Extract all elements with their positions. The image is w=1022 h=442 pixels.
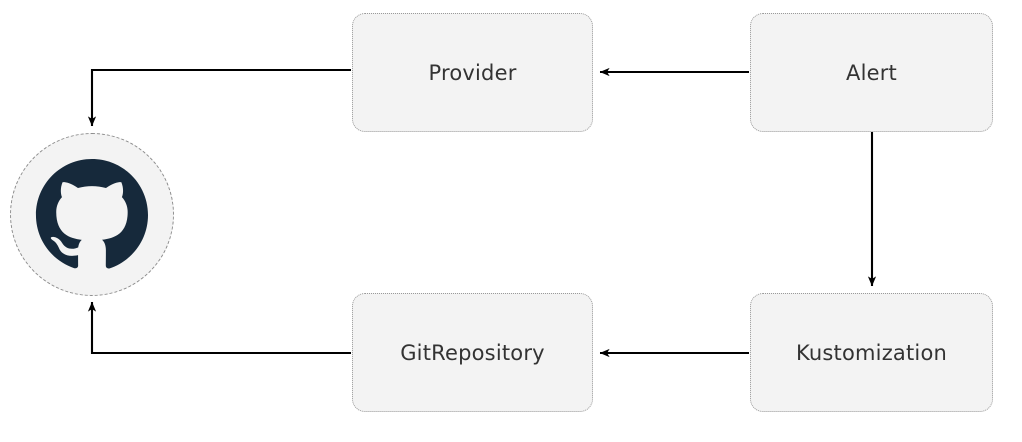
node-kustomization-label: Kustomization [795, 340, 948, 365]
edge-provider-to-source [87, 68, 351, 127]
github-icon [33, 156, 151, 274]
node-alert-label: Alert [846, 60, 897, 85]
node-kustomization[interactable]: Kustomization [750, 293, 993, 412]
edge-gitrepository-to-source [87, 301, 351, 355]
node-gitrepository[interactable]: GitRepository [352, 293, 593, 412]
node-provider[interactable]: Provider [352, 13, 593, 132]
node-alert[interactable]: Alert [750, 13, 993, 132]
node-gitrepository-label: GitRepository [400, 340, 545, 365]
node-source-github[interactable] [10, 133, 174, 296]
node-provider-label: Provider [428, 60, 517, 85]
